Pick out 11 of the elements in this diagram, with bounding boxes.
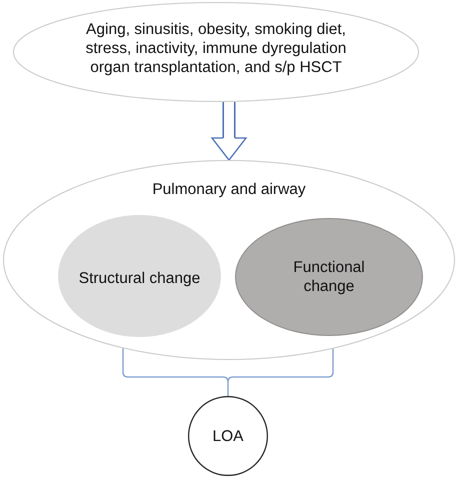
group-title: Pulmonary and airway bbox=[152, 180, 306, 199]
curly-bracket bbox=[122, 348, 334, 397]
node-label: Functional change bbox=[292, 258, 366, 296]
node-label: Aging, sinusitis, obesity, smoking diet, stress, inactivity, immune dyregulation organ transplantation, and s/p HSCT bbox=[84, 20, 348, 76]
circle-node bbox=[188, 396, 268, 476]
oval-group bbox=[3, 160, 455, 360]
oval-node bbox=[58, 215, 221, 337]
oval-node bbox=[13, 2, 419, 102]
node-label: LOA bbox=[212, 426, 244, 446]
node-label: Structural change bbox=[78, 268, 200, 288]
oval-node bbox=[235, 218, 423, 336]
